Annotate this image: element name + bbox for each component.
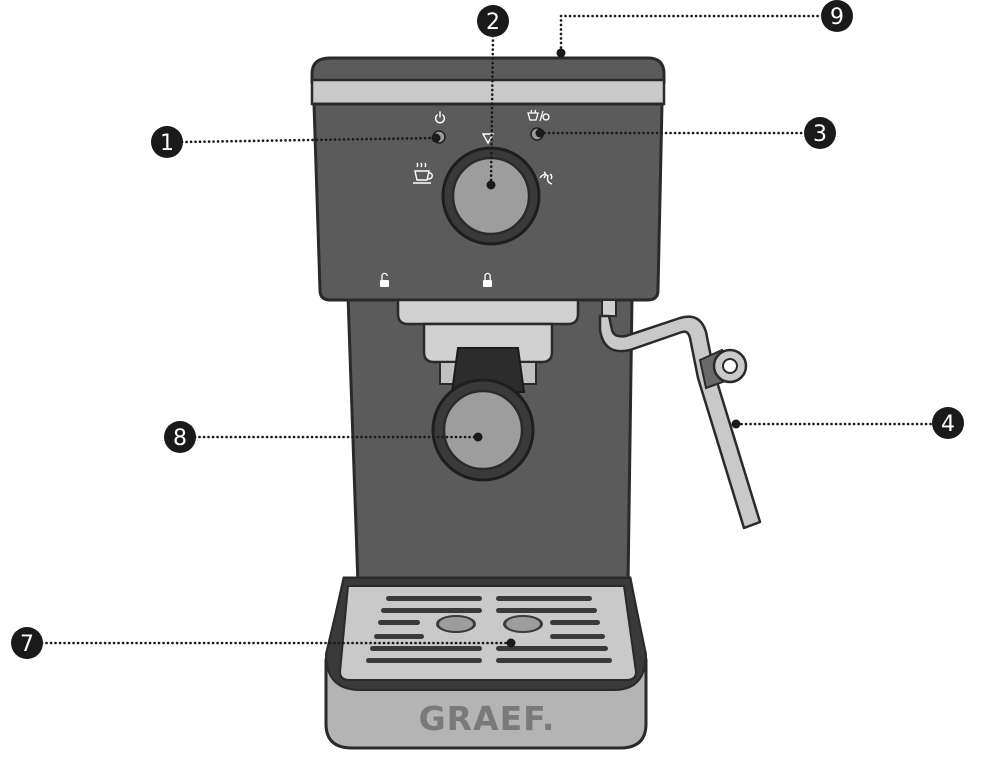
dial-marker-icon [481,133,495,145]
callout-2-label: 2 [486,10,500,35]
callout-7-label: 7 [20,632,34,657]
brand-logo: GRAEF. [419,699,556,738]
callout-9: 9 [556,0,853,58]
cup-rest-left [439,617,473,631]
steam-icon [539,171,553,185]
cup-timer-icon [527,109,550,122]
lock-closed-icon [483,272,492,287]
callout-1: 1 [151,126,441,158]
callout-9-label: 9 [830,5,844,30]
callout-3: 3 [535,117,836,149]
power-icon [434,111,446,124]
callout-2: 2 [477,5,509,190]
cup-rest-right [506,617,540,631]
steam-wand[interactable] [598,299,762,530]
coffee-icon [413,162,433,184]
lock-open-icon [380,272,389,287]
callout-4-label: 4 [941,412,955,437]
callout-4: 4 [731,407,964,439]
callout-3-label: 3 [813,122,827,147]
callout-8: 8 [164,421,483,453]
portafilter-handle[interactable] [431,378,535,482]
callout-1-label: 1 [160,131,174,156]
callout-8-label: 8 [173,426,187,451]
callout-7: 7 [11,627,516,659]
drip-tray[interactable]: GRAEF. [324,576,648,750]
